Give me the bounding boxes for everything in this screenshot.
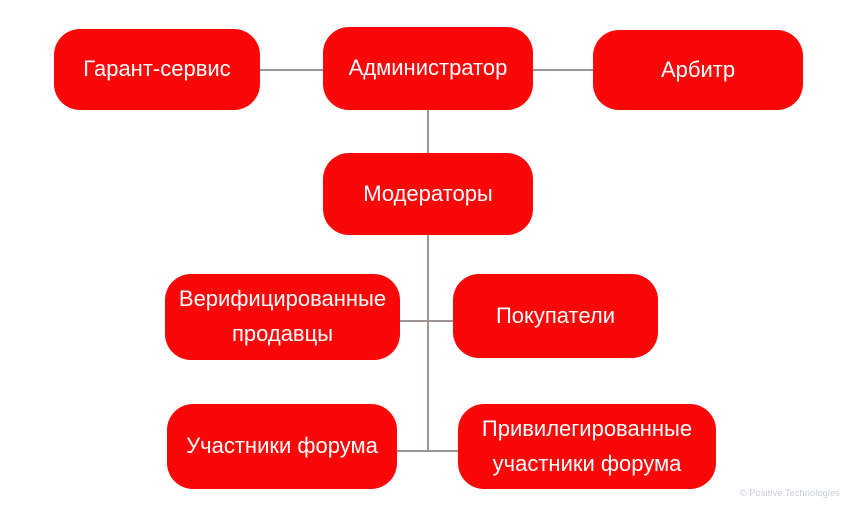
node-verified-sellers: Верифицированные продавцы <box>165 274 400 360</box>
node-administrator: Администратор <box>323 27 533 110</box>
node-garant-service-label: Гарант-сервис <box>83 56 231 82</box>
node-arbiter: Арбитр <box>593 30 803 110</box>
node-arbiter-label: Арбитр <box>660 56 736 82</box>
node-privileged-members: Привилегированные участники форума <box>458 404 716 489</box>
node-administrator-label: Администратор <box>348 55 508 81</box>
connector-administrator-arbiter <box>531 69 595 71</box>
connector-administrator-moderators <box>427 109 429 155</box>
connector-sellers-buyers <box>398 320 455 322</box>
connector-moderators-trunk <box>427 234 429 452</box>
node-moderators-label: Модераторы <box>363 180 493 206</box>
node-forum-members-label: Участники форума <box>186 433 378 459</box>
connector-forum-privileged <box>395 450 460 452</box>
node-garant-service: Гарант-сервис <box>54 29 260 110</box>
watermark-copyright: © Positive Technologies <box>739 488 840 498</box>
node-privileged-members-label: Привилегированные участники форума <box>481 415 693 476</box>
node-buyers-label: Покупатели <box>495 302 616 328</box>
node-forum-members: Участники форума <box>167 404 397 489</box>
node-moderators: Модераторы <box>323 153 533 235</box>
node-buyers: Покупатели <box>453 274 658 358</box>
node-verified-sellers-label: Верифицированные продавцы <box>178 286 387 346</box>
connector-garant-administrator <box>258 69 325 71</box>
